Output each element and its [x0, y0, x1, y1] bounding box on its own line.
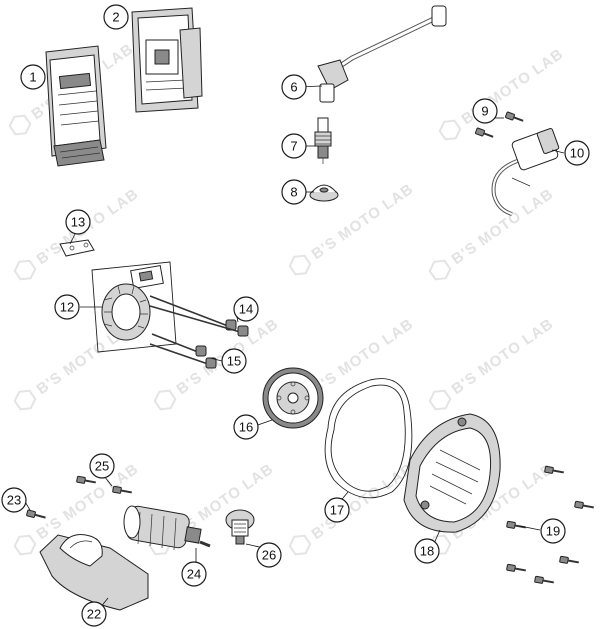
callout-26: 26	[256, 542, 282, 568]
callout-label: 10	[570, 146, 584, 161]
callout-8: 8	[281, 179, 307, 205]
callout-12: 12	[54, 294, 80, 320]
callout-label: 24	[187, 567, 201, 582]
callout-label: 17	[330, 503, 344, 518]
part-grommet-8	[309, 184, 339, 202]
callout-label: 23	[7, 493, 21, 508]
callout-label: 9	[481, 104, 488, 119]
part-starter-motor-24	[123, 505, 211, 551]
callout-25: 25	[89, 453, 115, 479]
callout-6: 6	[281, 74, 307, 100]
callout-label: 8	[290, 185, 297, 200]
part-ignition-cover-18	[403, 413, 501, 533]
callout-23: 23	[1, 487, 27, 513]
callout-label: 15	[227, 354, 241, 369]
part-flywheel-16	[262, 367, 324, 429]
callout-label: 16	[239, 420, 253, 435]
callout-2: 2	[103, 4, 129, 30]
part-gasket-17	[324, 378, 413, 499]
callout-7: 7	[281, 133, 307, 159]
callout-14: 14	[233, 296, 259, 322]
callout-1: 1	[20, 64, 46, 90]
callout-17: 17	[324, 497, 350, 523]
part-ignition-coil-10	[491, 127, 560, 216]
callout-9: 9	[472, 98, 498, 124]
watermark-text: B'S MOTO LAB	[449, 315, 557, 398]
part-bracket-13	[59, 239, 95, 257]
part-screws-15	[149, 333, 217, 369]
callout-label: 26	[262, 548, 276, 563]
part-starter-drive-26	[225, 509, 255, 545]
part-screw-23	[26, 509, 46, 519]
callout-label: 22	[87, 607, 101, 622]
part-control-unit-2	[131, 7, 203, 113]
part-screws-19	[506, 465, 594, 584]
part-spark-plug-cap-6	[317, 5, 447, 103]
part-screws-14	[149, 295, 249, 337]
callout-label: 7	[290, 139, 297, 154]
callout-18: 18	[414, 538, 440, 564]
callout-24: 24	[181, 561, 207, 587]
callout-label: 13	[71, 215, 85, 230]
part-screws-9	[474, 111, 524, 138]
callout-13: 13	[65, 209, 91, 235]
part-screws-25	[76, 475, 132, 494]
part-spark-plug-7	[314, 117, 332, 164]
part-stator-12	[91, 261, 177, 353]
part-guard-22	[39, 534, 149, 611]
callout-15: 15	[221, 348, 247, 374]
callout-label: 12	[60, 300, 74, 315]
callout-label: 19	[546, 524, 560, 539]
callout-label: 1	[29, 70, 36, 85]
part-ecu-1	[45, 45, 107, 167]
watermark-text: B'S MOTO LAB	[309, 460, 417, 543]
callout-19: 19	[540, 518, 566, 544]
callout-10: 10	[564, 140, 590, 166]
callout-label: 25	[95, 459, 109, 474]
watermark-text: B'S MOTO LAB	[449, 185, 557, 268]
callout-16: 16	[233, 414, 259, 440]
callout-label: 18	[420, 544, 434, 559]
callout-label: 14	[239, 302, 253, 317]
callout-label: 6	[290, 80, 297, 95]
callout-22: 22	[81, 601, 107, 627]
callout-label: 2	[112, 10, 119, 25]
